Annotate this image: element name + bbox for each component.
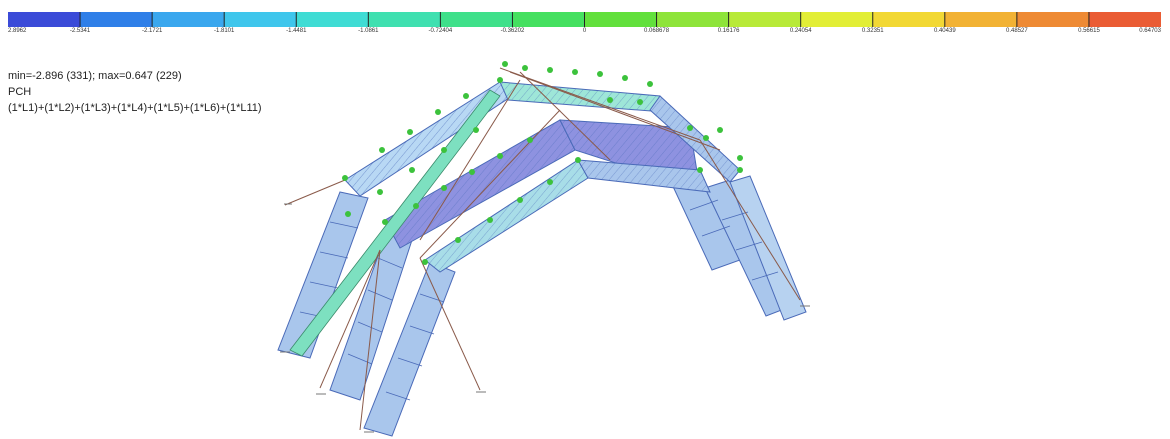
min-max-label: min=-2.896 (331); max=0.647 (229) <box>8 70 182 82</box>
legend-color-band <box>872 12 946 27</box>
legend-tick-label: 0.16176 <box>717 28 740 34</box>
roof-members <box>289 81 741 357</box>
quantity-label: PCH <box>8 86 32 98</box>
legend-color-band <box>512 12 585 27</box>
legend-color-band <box>656 12 730 27</box>
legend-tick-label: 0.56615 <box>1078 28 1100 34</box>
legend-tick-label: 0.64703 <box>1139 28 1161 34</box>
legend-tick-label: 0 <box>582 28 587 34</box>
rafter-ribbon <box>650 96 740 182</box>
rafter-ribbon <box>385 120 575 248</box>
rafter-ribbon <box>425 160 588 272</box>
supports <box>280 203 810 433</box>
legend-color-band <box>296 12 369 27</box>
load-combination-label: (1*L1)+(1*L2)+(1*L3)+(1*L4)+(1*L5)+(1*L6… <box>8 102 262 114</box>
bracing-lines <box>284 67 801 431</box>
legend-color-band <box>584 12 658 27</box>
legend-color-band <box>800 12 874 27</box>
legend-tick-label: -1.4481 <box>286 28 307 34</box>
legend-color-band <box>440 12 513 27</box>
legend-tick-label: 2.8962 <box>8 28 27 34</box>
column-panel <box>277 191 369 359</box>
nodes <box>342 61 743 265</box>
rafter-ribbon <box>345 82 512 196</box>
legend-color-band <box>368 12 441 27</box>
legend-tick-label: 0.40439 <box>933 28 956 34</box>
legend-tick-label: -1.0861 <box>358 28 379 34</box>
legend-tick-labels: 2.8962 -2.5341 -2.1721 -1.8101 -1.4481 -1.086… <box>8 28 1161 40</box>
legend-color-band <box>80 12 153 27</box>
legend-tick-label: 0.32351 <box>861 28 884 34</box>
legend-color-band <box>152 12 225 27</box>
legend-tick-label: -2.5341 <box>69 28 91 34</box>
legend-color-band <box>1016 12 1090 27</box>
legend-tick-label: -0.72404 <box>428 28 453 34</box>
legend-color-band <box>224 12 297 27</box>
right-legs <box>669 169 807 321</box>
result-info: min=-2.896 (331); max=0.647 (229) PCH (1… <box>8 68 262 116</box>
left-legs <box>277 191 456 437</box>
legend-tick-label: -1.8101 <box>214 28 235 34</box>
legend-color-band <box>8 12 81 27</box>
diagonal-brace <box>289 89 501 357</box>
legend-tick-label: 0.48527 <box>1006 28 1028 34</box>
legend-tick-label: 0.068678 <box>644 28 670 34</box>
legend-color-band <box>728 12 802 27</box>
legend-tick-label: 0.24054 <box>789 28 812 34</box>
legend-tick-label: -0.36202 <box>500 28 525 34</box>
legend-color-band <box>944 12 1018 27</box>
legend-tick-label: -2.1721 <box>141 28 163 34</box>
color-legend-bar <box>8 12 1161 27</box>
legend-color-band <box>1088 12 1161 27</box>
rafter-ribbon <box>578 160 710 192</box>
